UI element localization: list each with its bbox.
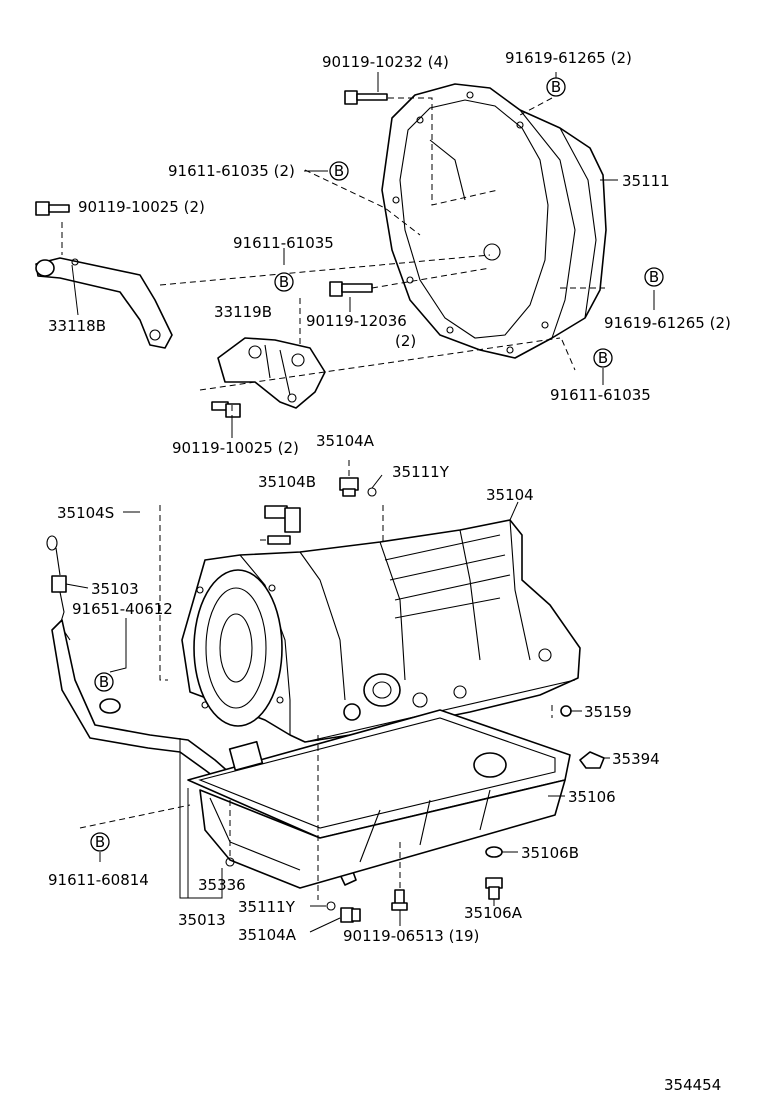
bolt-90119-10232 — [344, 90, 388, 105]
label-33118B: 33118B — [48, 317, 106, 335]
bolt-90119-06513 — [391, 889, 408, 911]
label-35106A: 35106A — [464, 904, 523, 922]
callout-b-top: B — [546, 77, 566, 97]
label-90119-10025-top: 90119-10025 (2) — [78, 198, 205, 216]
label-90119-06513: 90119-06513 (19) — [343, 927, 479, 945]
callout-markers: B B B B B B B — [90, 77, 664, 852]
callout-b-dipstick: B — [94, 672, 114, 692]
label-35106B: 35106B — [521, 844, 579, 862]
gasket-35106B — [485, 846, 503, 858]
svg-text:B: B — [279, 273, 289, 291]
callout-b-mid: B — [274, 272, 294, 292]
part-labels: 90119-10232 (4) 91619-61265 (2) 91611-61… — [48, 49, 731, 1094]
oring-35111Y-top — [367, 487, 377, 497]
label-35104: 35104 — [486, 486, 534, 504]
dipstick-35103 — [46, 535, 71, 641]
label-35106: 35106 — [568, 788, 616, 806]
label-35394: 35394 — [612, 750, 660, 768]
label-35103: 35103 — [91, 580, 139, 598]
bolt-90119-10025-top — [35, 201, 70, 216]
bracket-33118B — [35, 257, 173, 349]
bolt-90119-12036 — [329, 281, 373, 297]
callout-b-right-lower: B — [593, 348, 613, 368]
plug-35104A-top — [339, 477, 359, 497]
label-91611-60814: 91611-60814 — [48, 871, 149, 889]
transmission-case-35104 — [181, 519, 581, 743]
plug-35159 — [560, 705, 572, 717]
svg-text:B: B — [551, 78, 561, 96]
label-91619-61265-top: 91619-61265 (2) — [505, 49, 632, 67]
oil-pan-35106 — [187, 709, 571, 889]
callout-b-bottom: B — [90, 832, 110, 852]
gasket-35394 — [579, 751, 605, 769]
leader-lines — [65, 72, 655, 933]
assembly-lines — [61, 97, 605, 900]
label-35104A-bottom: 35104A — [238, 926, 297, 944]
label-35159: 35159 — [584, 703, 632, 721]
label-90119-10232: 90119-10232 (4) — [322, 53, 449, 71]
callout-b-right-upper: B — [644, 267, 664, 287]
figure-number: 354454 — [664, 1076, 721, 1094]
fitting-35104B — [264, 505, 301, 545]
label-90119-12036: 90119-12036 — [306, 312, 407, 330]
svg-text:B: B — [334, 162, 344, 180]
bracket-33119B — [217, 337, 326, 409]
drain-plug-35106A — [485, 877, 503, 900]
label-33119B: 33119B — [214, 303, 272, 321]
label-91611-61035-right: 91611-61035 — [550, 386, 651, 404]
svg-text:B: B — [95, 833, 105, 851]
plug-35104A-bottom — [340, 907, 361, 923]
label-35013: 35013 — [178, 911, 226, 929]
bell-housing-35111 — [381, 83, 607, 359]
label-35104A-top: 35104A — [316, 432, 375, 450]
bolt-90119-10025-bottom — [211, 401, 241, 418]
oring-35111Y-bottom — [326, 901, 336, 911]
label-90119-12036-qty: (2) — [395, 332, 416, 350]
label-90119-10025-bottom: 90119-10025 (2) — [172, 439, 299, 457]
svg-text:B: B — [649, 268, 659, 286]
svg-text:B: B — [598, 349, 608, 367]
label-91651-40612: 91651-40612 — [72, 600, 173, 618]
label-91611-61035-mid: 91611-61035 — [233, 234, 334, 252]
label-35111Y-top: 35111Y — [392, 463, 450, 481]
svg-text:B: B — [99, 673, 109, 691]
label-91619-61265-right: 91619-61265 (2) — [604, 314, 731, 332]
label-35111Y-bottom: 35111Y — [238, 898, 296, 916]
label-35104B: 35104B — [258, 473, 316, 491]
label-91611-61035-left: 91611-61035 (2) — [168, 162, 295, 180]
label-35111: 35111 — [622, 172, 670, 190]
label-35104S: 35104S — [57, 504, 114, 522]
callout-b-left: B — [329, 161, 349, 181]
oring-35336 — [225, 857, 235, 867]
label-35336: 35336 — [198, 876, 246, 894]
